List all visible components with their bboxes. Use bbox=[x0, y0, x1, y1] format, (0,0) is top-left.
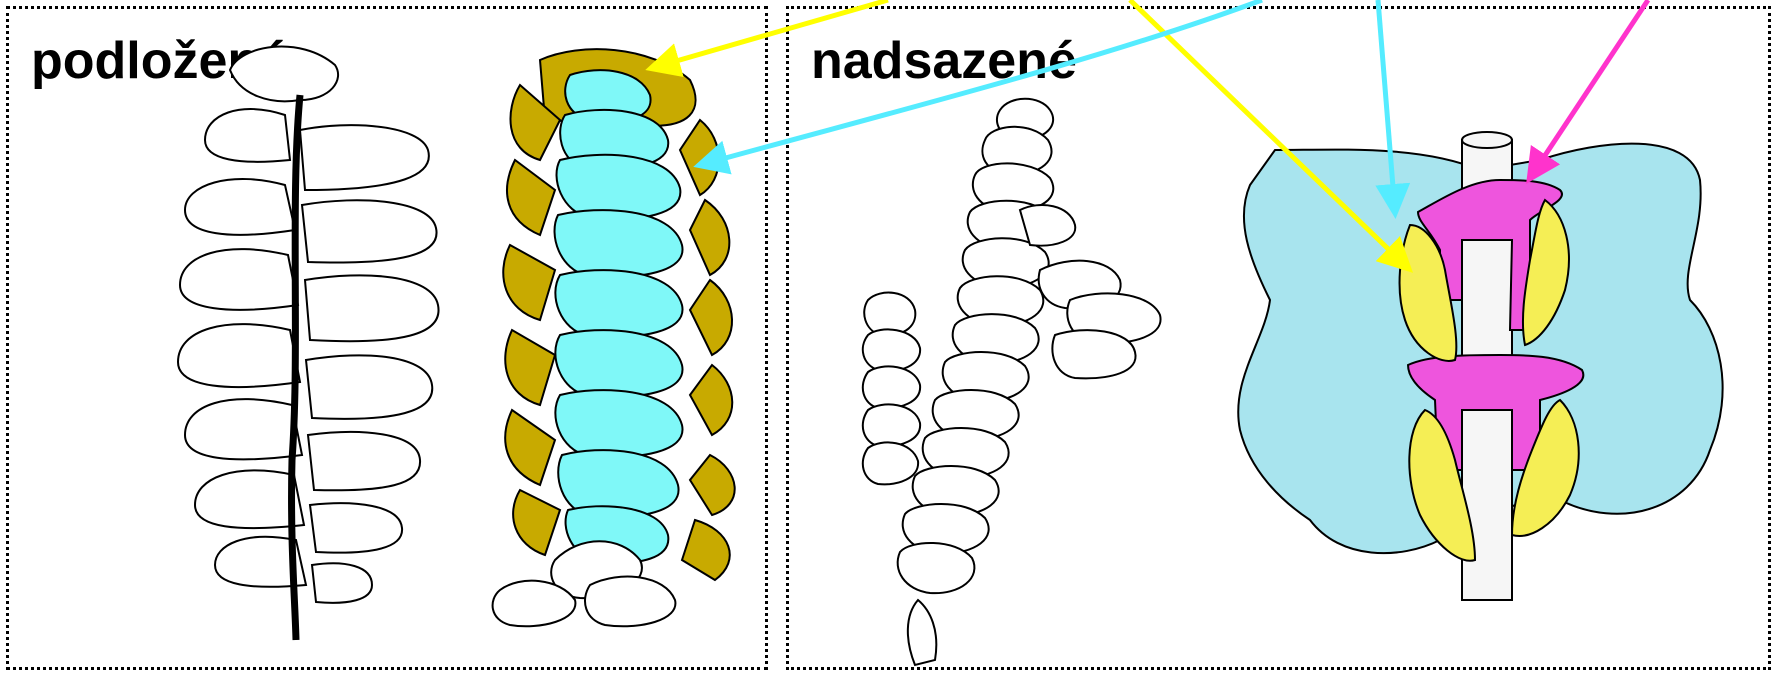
arrow-cyan-left bbox=[700, 0, 1262, 165]
succubous-shoot-colored-drawing bbox=[493, 49, 735, 626]
cyan-leaf-group bbox=[555, 70, 683, 563]
succubous-shoot-outline-drawing bbox=[178, 46, 439, 602]
incubous-colored-detail-drawing bbox=[1238, 132, 1722, 600]
arrow-yellow-left bbox=[652, 0, 888, 68]
incubous-shoot-outline-drawing bbox=[863, 99, 1161, 665]
stem-cylinder-top bbox=[1462, 132, 1512, 148]
